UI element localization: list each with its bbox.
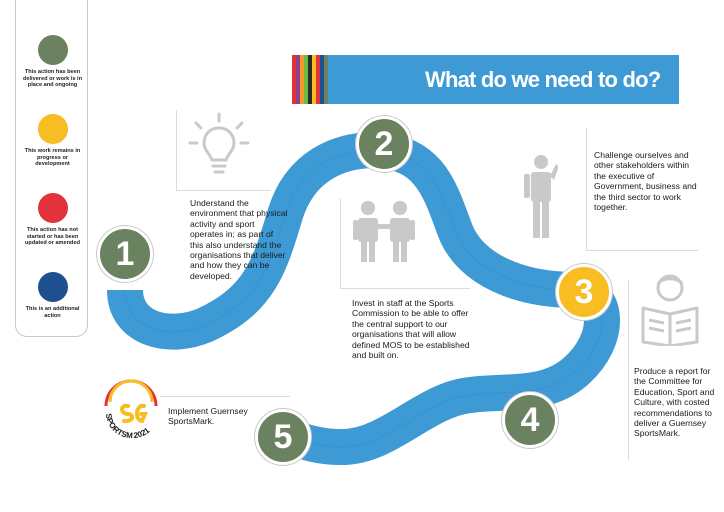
legend-item-in-progress: This work remains in progress or develop… <box>16 114 89 168</box>
legend-panel: This action has been delivered or work i… <box>15 0 88 337</box>
step-2-circle: 2 <box>356 116 412 172</box>
step-3-text: Challenge ourselves and other stakeholde… <box>594 150 697 213</box>
guide-line <box>628 280 629 460</box>
guide-line <box>176 190 271 191</box>
step-3-circle: 3 <box>556 264 612 320</box>
two-people-icon <box>353 201 415 262</box>
stripe <box>324 55 328 104</box>
legend-dot-green <box>37 35 68 65</box>
page-title: What do we need to do? <box>425 67 661 92</box>
stripe <box>308 55 312 104</box>
lightbulb-icon <box>188 112 250 174</box>
step-4-text: Produce a report for the Committee for E… <box>634 366 715 439</box>
logo-year: 2021 <box>133 425 152 440</box>
legend-item-additional: This is an additional action <box>16 272 89 319</box>
step-2-text: Invest in staff at the Sports Commission… <box>352 298 470 361</box>
stripe <box>316 55 320 104</box>
legend-item-delivered: This action has been delivered or work i… <box>16 35 89 89</box>
guide-line <box>586 250 698 251</box>
stripe <box>296 55 300 104</box>
step-5-text: Implement Guernsey SportsMark. <box>168 406 248 427</box>
legend-dot-yellow <box>37 114 68 144</box>
reader-icon <box>641 274 699 346</box>
legend-dot-red <box>37 193 68 223</box>
presenter-icon <box>524 155 558 238</box>
legend-text: This is an additional action <box>25 306 80 319</box>
svg-text:2021: 2021 <box>133 425 152 440</box>
step-1-circle: 1 <box>97 226 153 282</box>
stripe <box>292 55 296 104</box>
legend-item-not-started: This action has not started or has been … <box>16 193 89 247</box>
legend-text: This work remains in progress or develop… <box>24 148 81 168</box>
step-1-text: Understand the environment that physical… <box>190 198 288 281</box>
path-ribbon <box>107 131 620 465</box>
guide-line <box>176 110 177 190</box>
step-4-circle: 4 <box>502 392 558 448</box>
guide-line <box>160 396 290 397</box>
guide-line <box>586 128 587 250</box>
sportsmark-logo: SPORTSMARK 2021 <box>98 376 158 440</box>
guide-line <box>340 198 341 288</box>
legend-text: This action has been delivered or work i… <box>22 69 83 89</box>
step-5-circle: 5 <box>255 409 311 465</box>
legend-dot-blue <box>37 272 68 302</box>
stripe <box>304 55 308 104</box>
guide-line <box>340 288 470 289</box>
legend-text: This action has not started or has been … <box>24 227 80 247</box>
title-banner: What do we need to do? <box>292 55 679 104</box>
path-edge <box>124 149 603 448</box>
stripe <box>320 55 324 104</box>
stripe <box>312 55 316 104</box>
stripe <box>300 55 304 104</box>
